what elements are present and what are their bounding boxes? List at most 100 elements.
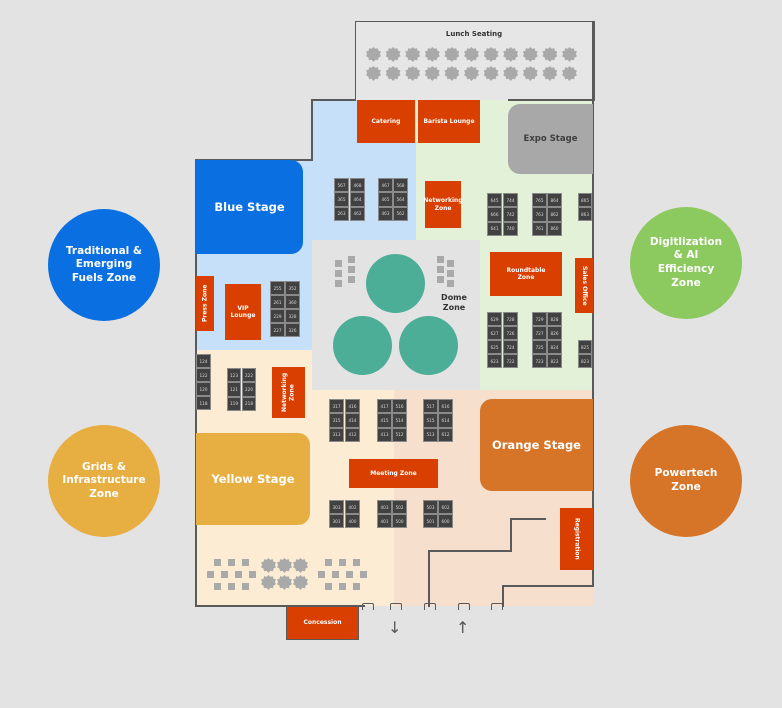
booth[interactable]: 402 <box>345 500 360 514</box>
booth[interactable]: 220 <box>242 382 256 397</box>
networking-zone-left[interactable]: Networking Zone <box>272 367 305 418</box>
booth[interactable]: 823 <box>578 354 592 368</box>
booth[interactable]: 726 <box>503 326 518 340</box>
booth[interactable]: 502 <box>392 500 407 514</box>
booth[interactable]: 514 <box>392 413 407 428</box>
booth[interactable]: 513 <box>423 427 438 442</box>
booth[interactable]: 463 <box>378 206 393 221</box>
booth[interactable]: 865 <box>578 193 592 207</box>
booth[interactable]: 303 <box>329 500 344 514</box>
entrance-door[interactable] <box>491 603 503 610</box>
booth[interactable]: 501 <box>423 514 438 528</box>
booth[interactable]: 122 <box>196 368 211 382</box>
booth[interactable]: 860 <box>547 221 562 236</box>
booth[interactable]: 826 <box>547 326 562 340</box>
dome-top[interactable] <box>366 254 425 313</box>
booth[interactable]: 562 <box>393 206 408 221</box>
booth[interactable]: 740 <box>503 221 518 236</box>
booth[interactable]: 862 <box>547 207 562 222</box>
booth[interactable]: 124 <box>196 354 211 368</box>
booth[interactable]: 612 <box>438 427 453 442</box>
digitalization-ai-zone-circle[interactable]: Digitlization & AI Efficiency Zone <box>630 207 742 319</box>
booth[interactable]: 416 <box>345 399 360 414</box>
booth[interactable]: 218 <box>242 396 256 411</box>
press-zone[interactable]: Press Zone <box>196 276 214 331</box>
booth[interactable]: 602 <box>438 500 453 514</box>
booth[interactable]: 464 <box>350 192 365 207</box>
booth[interactable]: 365 <box>334 192 349 207</box>
booth[interactable]: 403 <box>377 500 392 514</box>
entrance-door[interactable] <box>390 603 402 610</box>
booth[interactable]: 313 <box>329 427 344 442</box>
booth[interactable]: 761 <box>532 221 547 236</box>
booth[interactable]: 503 <box>423 500 438 514</box>
booth[interactable]: 119 <box>227 396 241 411</box>
booth[interactable]: 222 <box>242 368 256 383</box>
booth[interactable]: 600 <box>438 514 453 528</box>
booth[interactable]: 822 <box>547 354 562 368</box>
booth[interactable]: 352 <box>285 281 300 295</box>
booth[interactable]: 614 <box>438 413 453 428</box>
booth[interactable]: 400 <box>345 514 360 528</box>
booth[interactable]: 863 <box>578 207 592 221</box>
booth[interactable]: 641 <box>487 221 502 236</box>
booth[interactable]: 517 <box>423 399 438 414</box>
booth[interactable]: 729 <box>532 312 547 326</box>
booth[interactable]: 118 <box>196 396 211 410</box>
booth[interactable]: 255 <box>270 281 285 295</box>
booth[interactable]: 315 <box>329 413 344 428</box>
booth[interactable]: 722 <box>503 354 518 368</box>
booth[interactable]: 627 <box>487 326 502 340</box>
booth[interactable]: 623 <box>487 354 502 368</box>
booth[interactable]: 629 <box>487 312 502 326</box>
booth[interactable]: 467 <box>378 178 393 193</box>
booth[interactable]: 765 <box>532 193 547 208</box>
booth[interactable]: 227 <box>270 323 285 337</box>
booth[interactable]: 825 <box>578 340 592 354</box>
barista-lounge-room[interactable]: Barista Lounge <box>418 100 480 143</box>
booth[interactable]: 462 <box>350 206 365 221</box>
roundtable-zone[interactable]: Roundtable Zone <box>490 252 562 296</box>
booth[interactable]: 728 <box>503 312 518 326</box>
booth[interactable]: 417 <box>377 399 392 414</box>
booth[interactable]: 568 <box>393 178 408 193</box>
booth[interactable]: 412 <box>345 427 360 442</box>
booth[interactable]: 229 <box>270 309 285 323</box>
booth[interactable]: 744 <box>503 193 518 208</box>
catering-room[interactable]: Catering <box>357 100 415 143</box>
vip-lounge[interactable]: VIP Lounge <box>225 284 261 340</box>
booth[interactable]: 742 <box>503 207 518 222</box>
booth[interactable]: 317 <box>329 399 344 414</box>
booth[interactable]: 516 <box>392 399 407 414</box>
concession[interactable]: Concession <box>286 606 359 640</box>
booth[interactable]: 500 <box>392 514 407 528</box>
booth[interactable]: 328 <box>285 309 300 323</box>
entrance-door[interactable] <box>424 603 436 610</box>
booth[interactable]: 616 <box>438 399 453 414</box>
booth[interactable]: 725 <box>532 340 547 354</box>
sales-office[interactable]: Sales Office <box>575 258 593 313</box>
booth[interactable]: 727 <box>532 326 547 340</box>
booth[interactable]: 564 <box>393 192 408 207</box>
booth[interactable]: 824 <box>547 340 562 354</box>
grids-infrastructure-zone-circle[interactable]: Grids & Infrastructure Zone <box>48 425 160 537</box>
booth[interactable]: 301 <box>329 514 344 528</box>
expo-stage[interactable]: Expo Stage <box>508 104 593 174</box>
orange-stage[interactable]: Orange Stage <box>480 399 593 491</box>
booth[interactable]: 414 <box>345 413 360 428</box>
booth[interactable]: 415 <box>377 413 392 428</box>
booth[interactable]: 468 <box>350 178 365 193</box>
entrance-door[interactable] <box>362 603 374 610</box>
booth[interactable]: 123 <box>227 368 241 383</box>
booth[interactable]: 567 <box>334 178 349 193</box>
blue-stage[interactable]: Blue Stage <box>196 160 303 254</box>
booth[interactable]: 121 <box>227 382 241 397</box>
booth[interactable]: 625 <box>487 340 502 354</box>
entrance-door[interactable] <box>458 603 470 610</box>
booth[interactable]: 263 <box>334 206 349 221</box>
booth[interactable]: 515 <box>423 413 438 428</box>
booth[interactable]: 512 <box>392 427 407 442</box>
meeting-zone[interactable]: Meeting Zone <box>349 459 438 488</box>
booth[interactable]: 864 <box>547 193 562 208</box>
booth[interactable]: 326 <box>285 323 300 337</box>
